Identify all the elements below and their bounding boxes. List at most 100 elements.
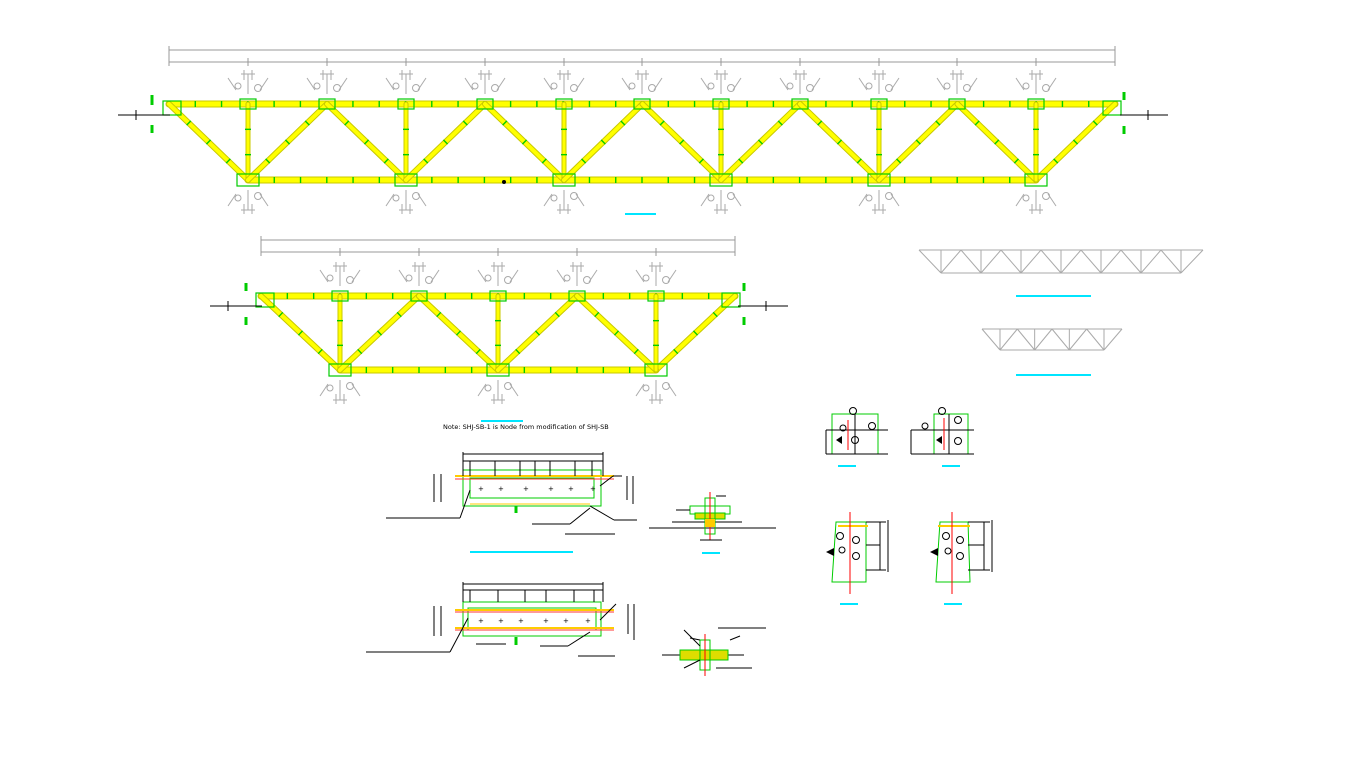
gusset-plate [867,173,891,187]
gusset-plate [318,98,336,110]
gusset-plate [948,98,966,110]
splice-marker [679,139,685,145]
gusset-plate [239,98,257,110]
weld-symbol [707,194,715,202]
gusset-plate [476,98,494,110]
splice-marker [436,311,442,318]
weld-symbol [865,82,873,90]
node-leader [477,383,487,397]
schematic-diagonal [1060,249,1082,274]
joint-detail-1 [825,407,888,455]
schematic-diagonal [1100,249,1122,274]
weld-symbol [1042,192,1050,200]
schematic-diagonal [980,249,1002,274]
main-truss-supports [118,92,1168,134]
schematic-diagonal [1000,249,1022,274]
splice-marker [600,139,606,145]
weld-symbol [727,84,735,92]
gusset-plate [555,98,573,110]
schematic-end-post [1103,328,1123,351]
splice-marker [442,139,449,145]
weld-symbol [550,194,558,202]
splice-marker [896,158,902,164]
node-leader [858,193,868,207]
weld-symbol [405,274,413,282]
node-leader [700,193,710,207]
schematic-diagonal [1020,249,1042,274]
joint-detail-4 [930,512,993,594]
splice-marker [423,158,429,164]
weld-symbol [504,382,512,390]
splice-marker [613,330,620,336]
weld-symbol [484,274,492,282]
gusset-plate [255,292,275,308]
schematic-diagonal [999,328,1018,351]
gusset-plate [1024,173,1048,187]
weld-symbol [628,82,636,90]
splice-marker [554,311,560,318]
node-leader [635,383,645,397]
gusset-plate [331,290,349,302]
gusset-plate [486,363,510,377]
splice-marker [515,348,521,355]
node-leader [1015,77,1025,91]
weld-symbol [326,384,334,392]
svg-text:+: + [498,617,504,625]
weld-symbol [563,274,571,282]
weld-symbol [806,84,814,92]
main-truss-members [165,100,1119,184]
splice-marker [974,120,980,126]
node-detail-upper-2: + + + + + + [366,582,635,657]
svg-text:+: + [563,617,569,625]
splice-marker [1053,158,1059,164]
svg-text:+: + [568,485,574,493]
weld-symbol [570,84,578,92]
node-detail-upper-1: + + + + + + [386,452,637,535]
gusset-plate [568,290,586,302]
node-detail-upper-2-section [662,627,766,676]
splice-marker [462,120,468,126]
weld-symbol [504,276,512,284]
splice-marker [205,139,212,145]
splice-marker [284,139,291,145]
splice-marker [856,158,862,164]
schematic-diagonal [1068,328,1088,351]
secondary-truss-dimension-line [260,236,736,256]
secondary-truss-members [257,292,739,374]
node-leader [779,77,789,91]
node-leader [477,269,487,283]
weld-symbol [662,382,670,390]
schematic-diagonal [1016,328,1036,351]
weld-symbol [727,192,735,200]
gusset-plate [791,98,809,110]
weld-symbol [254,84,262,92]
node-leader [635,269,645,283]
schematic-end-post [918,249,942,274]
splice-marker [994,139,1000,145]
weld-symbol [491,84,499,92]
gusset-plate [236,173,260,187]
schematic-diagonal [1080,249,1102,274]
schematic-diagonal [1040,249,1062,274]
svg-text:+: + [478,617,484,625]
splice-marker [738,158,744,164]
splice-marker [317,348,323,355]
weld-symbol [313,82,321,90]
gusset-plate [162,100,182,116]
splice-marker [297,330,304,336]
secondary-truss-elevation [210,236,788,422]
splice-marker [502,120,508,126]
splice-marker [757,139,764,145]
weld-symbol [648,84,656,92]
splice-marker [225,158,231,164]
svg-text:+: + [523,485,529,493]
schematic-end-post [981,328,1001,351]
weld-symbol [885,192,893,200]
node-leader [858,77,868,91]
splice-marker [376,330,383,336]
secondary-truss-annotations [319,262,677,404]
weld-symbol [392,82,400,90]
gusset-plate [870,98,888,110]
gusset-plate [1027,98,1045,110]
